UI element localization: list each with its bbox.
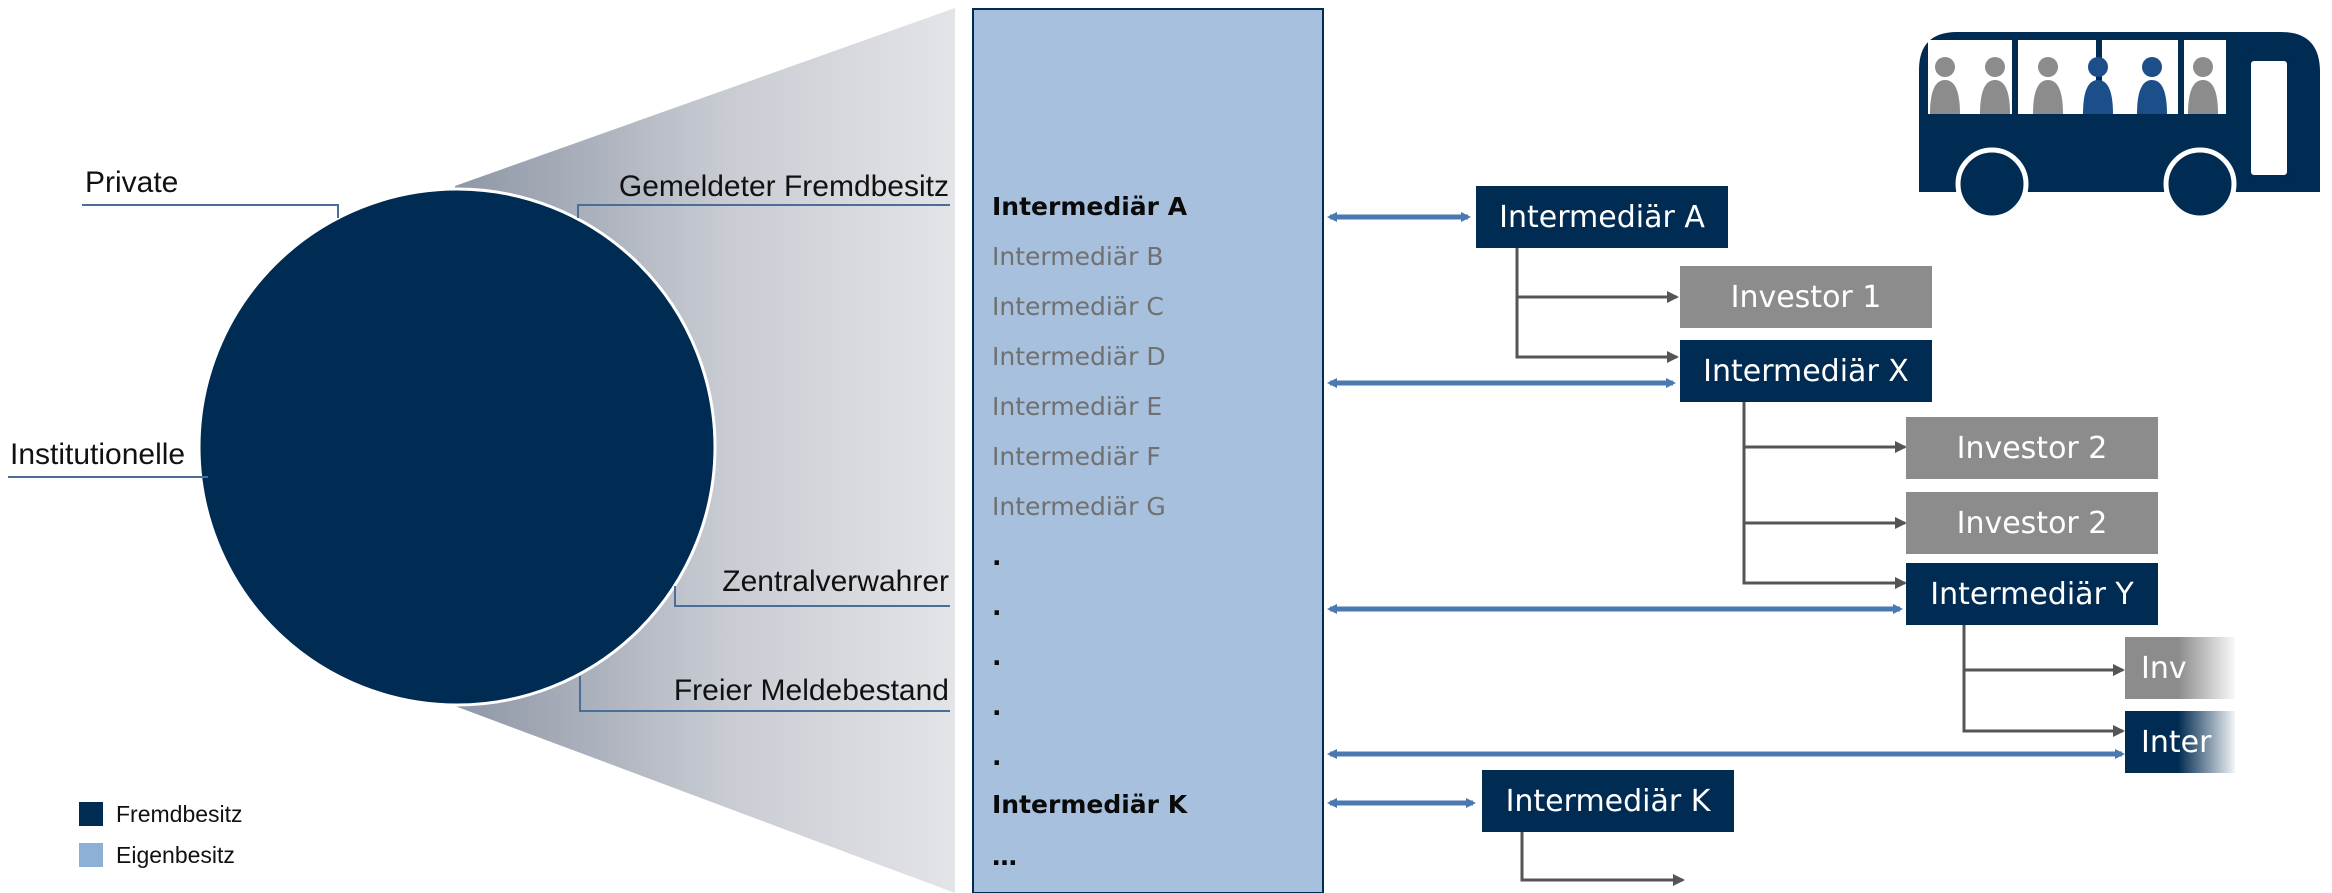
connector-k-next — [1520, 832, 1685, 886]
legend-label-fremdbesitz: Fremdbesitz — [116, 801, 243, 827]
column-item-intermediar-g: Intermediär G — [992, 492, 1166, 521]
column-item-ellipsis: … — [992, 842, 1017, 871]
bus-icon — [1919, 32, 2320, 221]
node-investor-2: Investor 2 — [1906, 492, 2158, 554]
node-intermediar-y: Intermediär Y — [1906, 563, 2158, 625]
legend-label-eigenbesitz: Eigenbesitz — [116, 842, 235, 868]
label-csd: Zentralverwahrer — [722, 565, 949, 598]
node-intermediar-k: Intermediär K — [1482, 770, 1734, 832]
label-free: Freier Meldebestand — [673, 674, 949, 707]
column-item-intermediar-k: Intermediär K — [992, 790, 1188, 819]
intermediary-column — [972, 8, 1324, 893]
leader-reported — [577, 204, 950, 218]
connector-x-inv2a — [1742, 400, 1907, 453]
leader-csd — [674, 586, 950, 607]
column-item-dot: . — [992, 642, 1002, 671]
label-leader-lines — [8, 204, 950, 712]
legend-swatch-fremdbesitz — [79, 802, 103, 826]
fade-overlay — [2178, 630, 2238, 780]
column-item-dot: . — [992, 742, 1002, 771]
column-item-intermediar-c: Intermediär C — [992, 292, 1164, 321]
label-institutional: Institutionelle — [10, 438, 186, 471]
column-item-intermediar-d: Intermediär D — [992, 342, 1166, 371]
label-reported: Gemeldeter Fremdbesitz — [618, 170, 949, 203]
label-private: Private — [85, 166, 179, 199]
column-item-intermediar-a: Intermediär A — [992, 192, 1188, 221]
connector-x-y — [1742, 523, 1907, 589]
column-item-intermediar-f: Intermediär F — [992, 442, 1161, 471]
column-item-dot: . — [992, 592, 1002, 621]
column-item-intermediar-e: Intermediär E — [992, 392, 1163, 421]
column-item-dot: . — [992, 542, 1002, 571]
node-intermediar-a: Intermediär A — [1476, 186, 1728, 248]
circle-fremdbesitz — [197, 187, 717, 707]
column-item-dot: . — [992, 692, 1002, 721]
leader-free — [579, 676, 950, 712]
connector-x-inv2b — [1742, 447, 1907, 529]
node-intermediar-x: Intermediär X — [1680, 340, 1932, 402]
connector-y-inter — [1962, 670, 2125, 737]
column-item-intermediar-b: Intermediär B — [992, 242, 1164, 271]
leader-private — [82, 204, 339, 218]
legend-swatch-eigenbesitz — [79, 843, 103, 867]
node-investor-2: Investor 2 — [1906, 417, 2158, 479]
node-investor-1: Investor 1 — [1680, 266, 1932, 328]
connector-a-x — [1515, 297, 1679, 363]
